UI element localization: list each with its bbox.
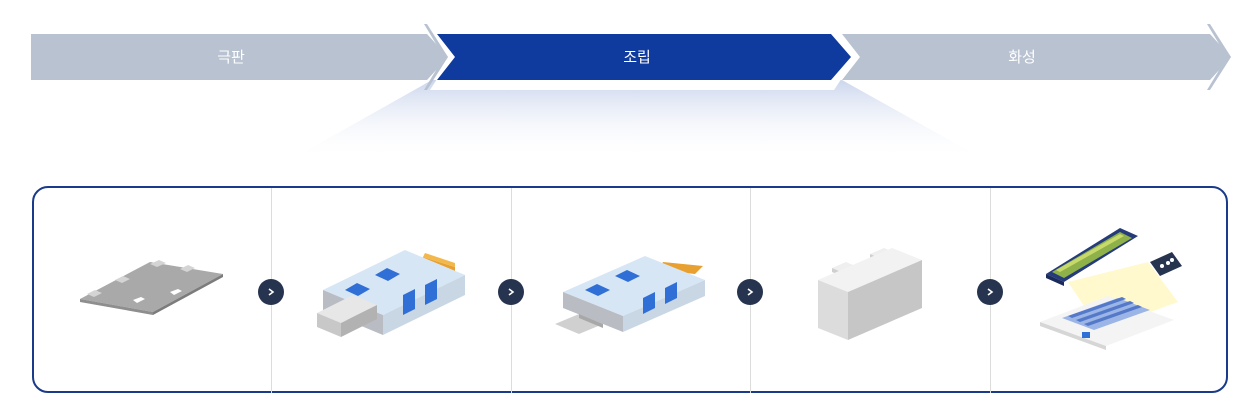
electrode-sheet-icon xyxy=(80,260,223,315)
next-step-arrow-1 xyxy=(258,279,284,305)
process-arrows xyxy=(31,24,1231,160)
chevron-right-icon xyxy=(268,288,275,296)
stacked-cell-with-tab-icon xyxy=(317,250,465,337)
next-step-arrow-3 xyxy=(737,279,763,305)
stage-label-formation[interactable]: 화성 xyxy=(1008,48,1036,66)
next-step-arrow-4 xyxy=(977,279,1003,305)
cell-with-tabs-icon xyxy=(555,256,705,334)
formation-charging-icon xyxy=(1040,228,1182,350)
stage-label-electrode[interactable]: 극판 xyxy=(217,48,245,66)
spotlight-beam xyxy=(290,80,985,160)
stage-label-assembly[interactable]: 조립 xyxy=(623,48,651,66)
stage-arrow-shape-2 xyxy=(437,34,851,80)
chevron-right-icon xyxy=(987,288,994,296)
next-step-arrow-2 xyxy=(498,279,524,305)
stage-arrow-shape-1 xyxy=(31,34,448,80)
chevron-right-icon xyxy=(747,288,754,296)
stage-arrow-shape-3 xyxy=(842,34,1231,80)
chevron-right-icon xyxy=(508,288,515,296)
pouch-cell-icon xyxy=(818,248,922,340)
